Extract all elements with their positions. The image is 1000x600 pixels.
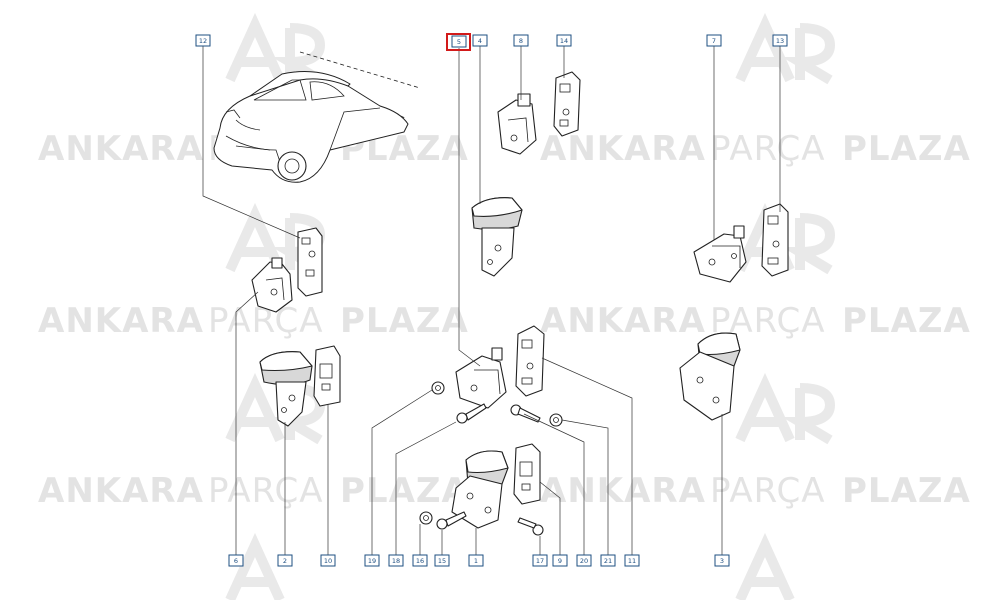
- hinge-5: [455, 347, 507, 409]
- callout-9[interactable]: 9: [552, 554, 568, 567]
- leader-lines: [202, 46, 781, 555]
- callout-label: 17: [536, 557, 544, 565]
- watermark-text-bold2: PLAZA: [842, 471, 971, 511]
- watermark-text-bold2: PLAZA: [842, 129, 971, 169]
- hinge-bracket-12: [297, 227, 323, 297]
- watermark-text-bold: ANKARA: [38, 471, 204, 511]
- watermark-text-bold: ANKARA: [540, 301, 706, 341]
- watermark-text-light: PARÇA: [208, 471, 324, 511]
- car-illustration: [213, 51, 421, 183]
- watermark-text-light: PARÇA: [710, 129, 826, 169]
- callout-label: 5: [457, 38, 461, 46]
- hinge-7: [693, 225, 747, 283]
- callout-label: 13: [776, 37, 784, 45]
- nut-16: [419, 511, 433, 525]
- plate-9: [513, 443, 541, 505]
- callout-10[interactable]: 10: [320, 554, 336, 567]
- bolt-17: [517, 517, 544, 536]
- callout-label: 1: [474, 557, 478, 565]
- callout-label: 15: [438, 557, 446, 565]
- watermark-text-bold: ANKARA: [540, 129, 706, 169]
- callout-label: 14: [560, 37, 568, 45]
- nut-19: [431, 381, 445, 395]
- bolt-18: [456, 403, 487, 424]
- hinge-bracket-14: [553, 71, 581, 137]
- callout-21[interactable]: 21: [600, 554, 616, 567]
- bolt-15: [436, 511, 467, 530]
- callout-19[interactable]: 19: [364, 554, 380, 567]
- door-check-2: [259, 351, 313, 427]
- callout-8[interactable]: 8: [513, 34, 529, 47]
- callout-18[interactable]: 18: [388, 554, 404, 567]
- watermark-text-bold: ANKARA: [38, 129, 204, 169]
- nut-21: [549, 413, 563, 427]
- bolt-20: [510, 404, 541, 423]
- callout-label: 19: [368, 557, 376, 565]
- plate-10: [313, 345, 341, 407]
- callout-label: 10: [324, 557, 332, 565]
- callout-label: 11: [628, 557, 636, 565]
- callout-label: 4: [478, 37, 482, 45]
- watermark-text-light: PARÇA: [710, 471, 826, 511]
- callout-12[interactable]: 12: [195, 34, 211, 47]
- hinge-bracket-13: [761, 203, 789, 277]
- callout-13[interactable]: 13: [772, 34, 788, 47]
- watermark-text-bold: ANKARA: [38, 301, 204, 341]
- hinge-8: [497, 93, 537, 155]
- callout-label: 3: [720, 557, 724, 565]
- callout-17[interactable]: 17: [532, 554, 548, 567]
- callout-label: 21: [604, 557, 612, 565]
- callout-label: 20: [580, 557, 588, 565]
- door-check-4: [471, 197, 523, 277]
- callout-3[interactable]: 3: [714, 554, 730, 567]
- callout-6[interactable]: 6: [228, 554, 244, 567]
- watermark-text-bold: ANKARA: [540, 471, 706, 511]
- callout-16[interactable]: 16: [412, 554, 428, 567]
- callout-label: 7: [712, 37, 716, 45]
- callout-1[interactable]: 1: [468, 554, 484, 567]
- door-check-3: [679, 332, 741, 421]
- hinge-half-6: [251, 257, 293, 313]
- callout-label: 18: [392, 557, 400, 565]
- callout-7[interactable]: 7: [706, 34, 722, 47]
- callout-label: 2: [283, 557, 287, 565]
- callout-label: 6: [234, 557, 238, 565]
- hinge-bracket-11: [515, 325, 545, 397]
- callout-4[interactable]: 4: [472, 34, 488, 47]
- callout-11[interactable]: 11: [624, 554, 640, 567]
- svg-text:ANKARA: ANKARA: [38, 129, 204, 169]
- watermark-text-bold2: PLAZA: [340, 301, 469, 341]
- callout-14[interactable]: 14: [556, 34, 572, 47]
- callout-2[interactable]: 2: [277, 554, 293, 567]
- callout-label: 16: [416, 557, 424, 565]
- callout-label: 12: [199, 37, 207, 45]
- callout-label: 8: [519, 37, 523, 45]
- callout-label: 9: [558, 557, 562, 565]
- watermark-text-bold2: PLAZA: [842, 301, 971, 341]
- callout-15[interactable]: 15: [434, 554, 450, 567]
- watermark-text-bold2: PLAZA: [340, 471, 469, 511]
- callout-20[interactable]: 20: [576, 554, 592, 567]
- callout-5[interactable]: 5: [446, 33, 471, 51]
